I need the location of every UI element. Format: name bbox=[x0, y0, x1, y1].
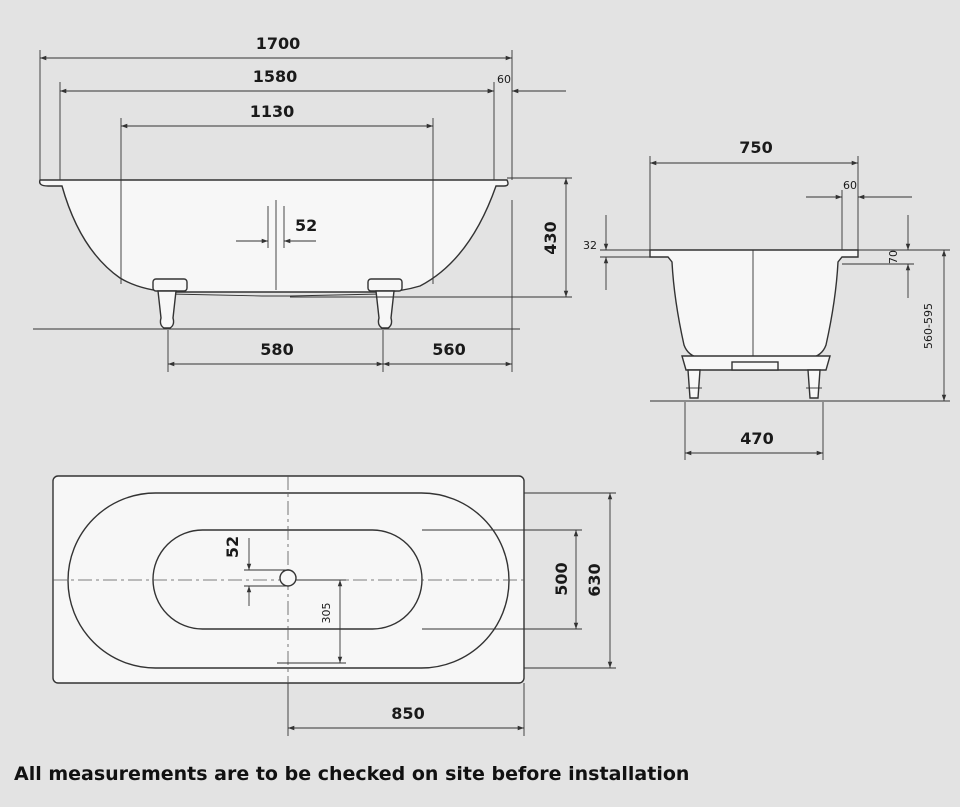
side-tub-body bbox=[649, 249, 859, 359]
dim-outlet-label: 52 bbox=[295, 216, 317, 235]
dim-side60-label: 60 bbox=[843, 179, 857, 192]
plan-outlet bbox=[279, 569, 297, 587]
front-view: 1700 1580 60 1130 52 430 580 560 bbox=[33, 34, 572, 372]
front-tub-body bbox=[38, 179, 509, 293]
dim-470-label: 470 bbox=[740, 429, 773, 448]
dim-rim60-label: 60 bbox=[497, 73, 511, 86]
dim-750-label: 750 bbox=[739, 138, 772, 157]
front-bottom-line bbox=[169, 293, 381, 297]
dim-580-label: 580 bbox=[260, 340, 293, 359]
installation-footnote: All measurements are to be checked on si… bbox=[14, 763, 690, 785]
dim-70-label: 70 bbox=[887, 250, 900, 264]
front-right-foot bbox=[367, 278, 403, 329]
side-frame-mid bbox=[731, 361, 779, 371]
dim-500-label: 500 bbox=[552, 562, 571, 595]
plan-outer-basin bbox=[67, 492, 510, 669]
plan-view: 52 305 500 630 850 bbox=[52, 475, 616, 736]
dim-560-label: 560 bbox=[432, 340, 465, 359]
side-view: 750 60 32 70 560-595 470 bbox=[583, 138, 950, 460]
dim-1580-label: 1580 bbox=[253, 67, 298, 86]
side-right-foot bbox=[807, 369, 821, 399]
plan-inner-basin bbox=[152, 529, 423, 630]
dim-630-label: 630 bbox=[585, 563, 604, 596]
dim-1130-label: 1130 bbox=[250, 102, 295, 121]
side-left-foot bbox=[687, 369, 701, 399]
dim-height-label: 560-595 bbox=[922, 303, 935, 349]
dim-430-label: 430 bbox=[541, 221, 560, 254]
dim-32-label: 32 bbox=[583, 239, 597, 252]
dim-305-label: 305 bbox=[320, 603, 333, 624]
dim-1700-label: 1700 bbox=[256, 34, 301, 53]
dim-plan52-label: 52 bbox=[223, 536, 242, 558]
front-left-foot bbox=[152, 278, 188, 329]
dim-850-label: 850 bbox=[391, 704, 424, 723]
